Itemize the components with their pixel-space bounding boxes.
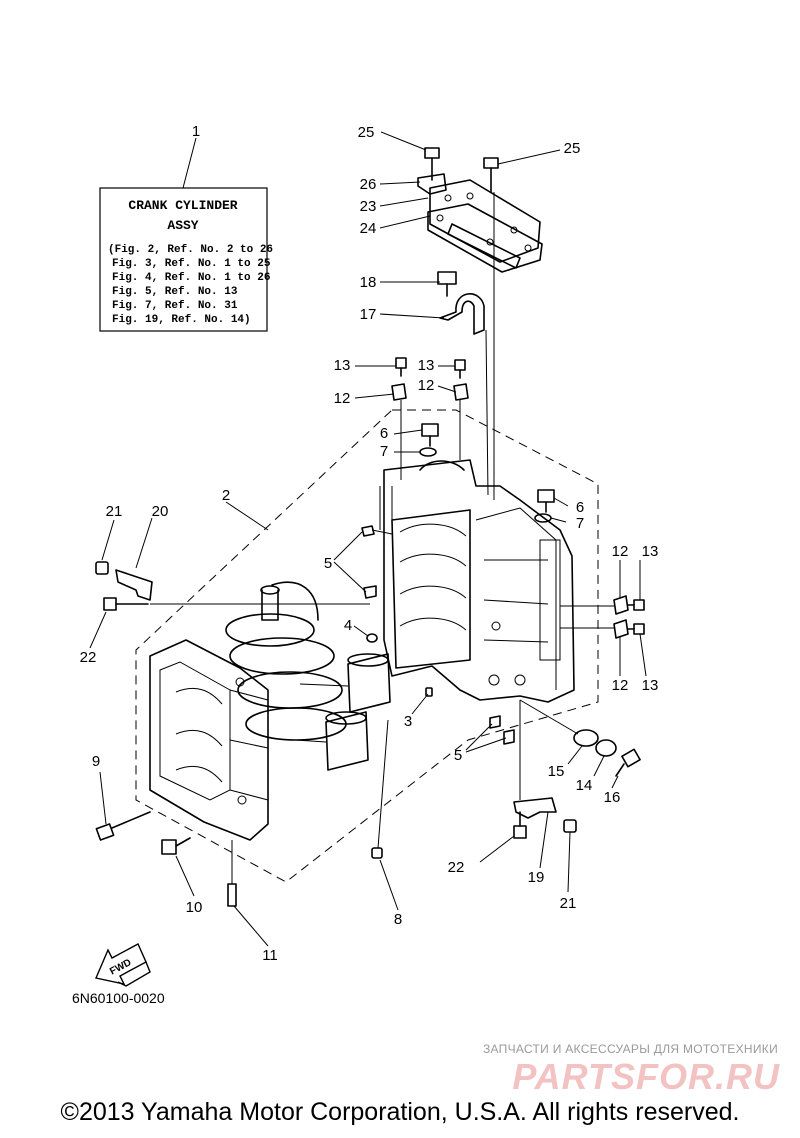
gasket-14 [595,739,617,757]
screw-13-right-lower [627,623,645,635]
piston-lower [295,711,369,771]
plate-12-right-upper [613,595,629,615]
crankcase-half [149,639,269,841]
callout-21-right: 21 [560,895,577,912]
assy-ref-2: Fig. 4, Ref. No. 1 to 26 [112,272,270,284]
bolt-6-upper [421,423,439,447]
crankshaft [225,581,347,741]
callout-22-right: 22 [448,859,465,876]
fitting-5-lower-a [489,715,501,729]
plate-12-top-left [391,383,407,401]
screw-13-top-right [454,359,466,379]
bolt-16 [615,748,641,777]
plug-4 [366,633,378,643]
bolt-25-left [424,147,440,181]
callout-11: 11 [262,947,278,964]
assy-ref-1: Fig. 3, Ref. No. 1 to 25 [112,258,271,270]
cylinder-cover-group [417,173,543,273]
callout-22-left: 22 [80,649,97,666]
callout-25-right: 25 [564,140,581,157]
bolt-22-left [103,597,149,611]
callout-3: 3 [404,713,412,730]
bracket-20 [115,569,153,601]
callout-17: 17 [360,306,377,323]
copyright-notice: ©2013 Yamaha Motor Corporation, U.S.A. A… [60,1098,740,1126]
bolt-6-right [537,489,555,513]
callout-18: 18 [360,274,377,291]
screw-13-top-left [395,357,407,377]
stud-11 [227,883,237,907]
fitting-5-lower-b [503,729,515,745]
fwd-arrow-icon: FWD [95,943,151,987]
fitting-5-upper-b [363,585,377,599]
bolt-9 [95,811,151,841]
callout-12-top-left: 12 [334,390,351,407]
callout-21-left: 21 [106,503,123,520]
piston-upper [299,653,391,713]
bolt-10 [161,837,191,855]
bolt-22-right [513,811,527,839]
plate-12-right-lower [613,619,629,639]
callout-13-top-left: 13 [334,357,351,374]
callout-5-upper: 5 [324,555,332,572]
cylinder-block [379,459,575,703]
watermark-caption: ЗАПЧАСТИ И АКСЕССУАРЫ ДЛЯ МОТОТЕХНИКИ [482,1042,778,1056]
assembly-dashed-outline [135,409,599,883]
callout-16: 16 [604,789,621,806]
assy-ref-0: (Fig. 2, Ref. No. 2 to 26 [108,244,273,256]
callout-9: 9 [92,753,100,770]
callout-14: 14 [576,777,593,794]
callout-5-lower: 5 [454,747,462,764]
callout-12-top-right: 12 [418,377,435,394]
callout-13-right-upper: 13 [642,543,659,560]
fitting-5-upper-a [361,525,375,537]
clamp-17 [439,293,485,335]
assy-title-line2: ASSY [167,218,198,233]
plug-21-right [563,819,577,833]
callout-25-left: 25 [358,124,375,141]
callout-7-upper: 7 [380,443,388,460]
diagram-code: 6N60100-0020 [72,990,165,1006]
cover-plate-15 [573,729,599,747]
washer-7-upper [419,447,437,457]
screw-13-right-upper [627,599,645,611]
callout-2: 2 [222,487,230,504]
callout-13-right-lower: 13 [642,677,659,694]
assy-reference-box: CRANK CYLINDER ASSY (Fig. 2, Ref. No. 2 … [99,187,273,332]
assy-ref-4: Fig. 7, Ref. No. 31 [112,300,238,312]
callout-7-right: 7 [576,515,584,532]
assy-title-line1: CRANK CYLINDER [128,198,237,213]
assy-ref-3: Fig. 5, Ref. No. 13 [112,286,238,298]
callout-4: 4 [344,617,352,634]
callout-12-right-upper: 12 [612,543,629,560]
bolt-25-right [483,157,499,193]
callout-24: 24 [360,220,377,237]
callout-8: 8 [394,911,402,928]
plug-21-left [95,561,109,575]
callout-19: 19 [528,869,545,886]
callout-6-upper: 6 [380,425,388,442]
callout-23: 23 [360,198,377,215]
callout-20: 20 [152,503,169,520]
plate-12-top-right [453,383,469,401]
callout-15: 15 [548,763,565,780]
cover-gasket [427,203,543,273]
watermark-logo: PARTSFOR.RU [512,1056,780,1097]
bracket-19 [513,797,557,819]
callout-1: 1 [192,123,200,140]
bracket-26 [417,173,447,195]
callout-numbers: 1 2 3 4 5 5 6 6 7 7 8 9 10 11 12 12 12 1… [80,123,659,964]
callout-12-right-lower: 12 [612,677,629,694]
bolt-18 [437,271,457,297]
callout-13-top-right: 13 [418,357,435,374]
callout-6-right: 6 [576,499,584,516]
assy-ref-5: Fig. 19, Ref. No. 14) [112,314,251,326]
callout-26: 26 [360,176,377,193]
callout-10: 10 [186,899,203,916]
pin-3 [425,687,433,697]
pin-8 [371,847,383,859]
